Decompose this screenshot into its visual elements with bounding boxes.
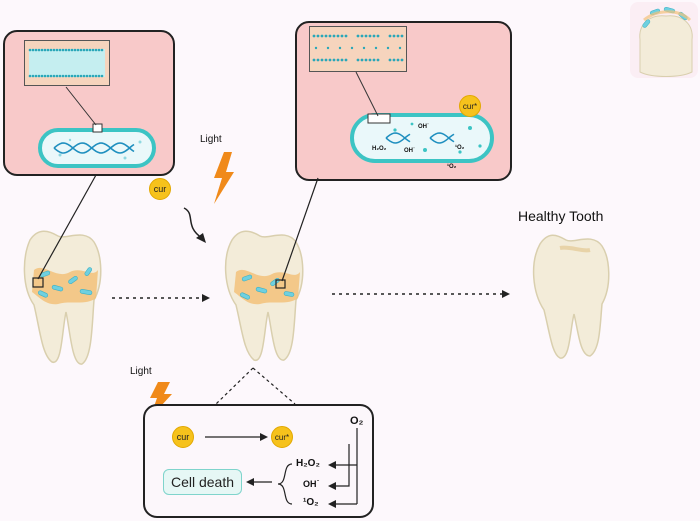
mechanism-panel — [143, 404, 374, 518]
light-label-top: Light — [200, 134, 222, 145]
bacterium-oh-mid: OH˙ — [404, 148, 415, 154]
bacterium-h2o2: H₂O₂ — [372, 146, 387, 152]
excited-curcumin-badge-top: cur* — [459, 95, 481, 117]
light-label-bottom: Light — [130, 366, 152, 377]
healthy-tooth-label: Healthy Tooth — [518, 208, 604, 224]
species-oh: OH˙ — [303, 479, 320, 489]
bacterium-singlet-o2: ¹O₂ — [455, 145, 465, 151]
membrane-zoom-box-right — [309, 26, 407, 72]
curcumin-badge-left: cur — [149, 178, 171, 200]
species-singlet-o2: ¹O₂ — [303, 497, 319, 508]
species-o2: O₂ — [350, 415, 364, 427]
bacterium-oh-top: OH˙ — [418, 124, 429, 130]
cell-death-box: Cell death — [163, 469, 242, 495]
bacterium-singlet-o2-outside: ¹O₂ — [447, 164, 457, 170]
curcumin-badge-bottom: cur — [172, 426, 194, 448]
excited-curcumin-badge-bottom: cur* — [271, 426, 293, 448]
species-h2o2: H₂O₂ — [296, 458, 320, 469]
